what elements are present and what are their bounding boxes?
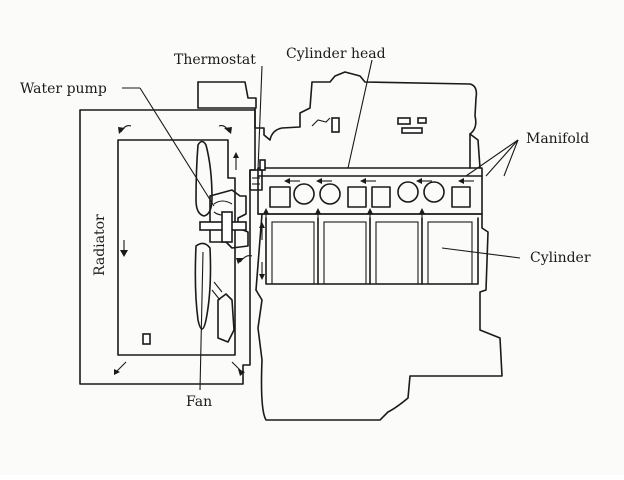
fan <box>194 140 235 343</box>
leader-lines <box>122 59 521 391</box>
radiator <box>79 109 256 385</box>
label-cylinder: Cylinder <box>530 250 591 266</box>
label-radiator: Radiator <box>92 214 108 276</box>
label-cylinder-head: Cylinder head <box>286 46 386 62</box>
label-manifold: Manifold <box>526 131 589 147</box>
coolant-flow-arrows <box>233 152 474 280</box>
thermostat <box>249 169 263 191</box>
water-pump <box>199 189 249 249</box>
engine-block <box>197 71 503 421</box>
port-openings <box>269 181 471 208</box>
label-water-pump: Water pump <box>20 81 107 97</box>
label-fan: Fan <box>186 394 212 410</box>
label-thermostat: Thermostat <box>174 52 256 68</box>
